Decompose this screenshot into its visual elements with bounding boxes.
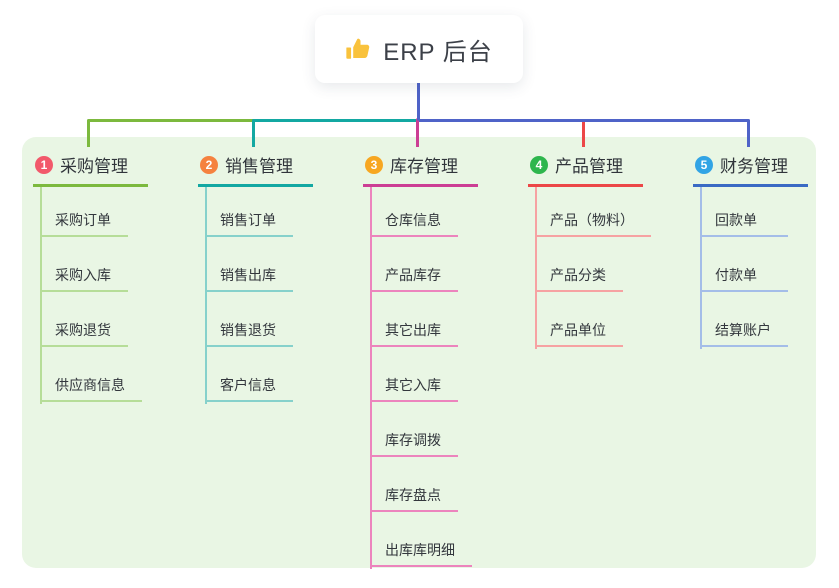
branch-index-badge: 4	[530, 155, 548, 174]
branch-header[interactable]: 2 销售管理	[198, 146, 313, 187]
child-item[interactable]: 库存调拨	[370, 402, 458, 457]
branch-child-connector	[700, 187, 702, 349]
branch-children: 采购订单 采购入库 采购退货 供应商信息	[40, 187, 193, 404]
child-item[interactable]: 产品库存	[370, 237, 458, 292]
branch-children: 销售订单 销售出库 销售退货 客户信息	[205, 187, 358, 404]
child-item[interactable]: 采购入库	[40, 237, 128, 292]
child-item-label: 库存调拨	[385, 432, 441, 448]
branch-children: 产品（物料） 产品分类 产品单位	[535, 187, 688, 349]
branch-4: 4 产品管理 产品（物料） 产品分类 产品单位	[528, 146, 688, 349]
child-item[interactable]: 供应商信息	[40, 347, 142, 402]
child-item-label: 客户信息	[220, 377, 276, 393]
child-item[interactable]: 库存盘点	[370, 457, 458, 512]
branch-index-badge: 2	[200, 155, 218, 174]
child-item-label: 产品库存	[385, 267, 441, 283]
root-node[interactable]: ERP 后台	[315, 15, 523, 83]
branch-label: 财务管理	[720, 157, 788, 176]
branch-label: 采购管理	[60, 157, 128, 176]
child-item-label: 销售订单	[220, 212, 276, 228]
branch-child-connector	[205, 187, 207, 404]
branch-children: 回款单 付款单 结算账户	[700, 187, 839, 349]
branch-label: 产品管理	[555, 157, 623, 176]
branch-header[interactable]: 5 财务管理	[693, 146, 808, 187]
child-item-label: 其它出库	[385, 322, 441, 338]
child-item-label: 产品分类	[550, 267, 606, 283]
branch-child-connector	[370, 187, 372, 569]
child-item-label: 产品单位	[550, 322, 606, 338]
branch-header[interactable]: 3 库存管理	[363, 146, 478, 187]
child-item[interactable]: 回款单	[700, 187, 788, 237]
child-item[interactable]: 结算账户	[700, 292, 788, 347]
child-item-label: 仓库信息	[385, 212, 441, 228]
child-item[interactable]: 采购订单	[40, 187, 128, 237]
root-label: ERP 后台	[383, 38, 493, 66]
child-item[interactable]: 出库库明细	[370, 512, 472, 567]
child-item[interactable]: 仓库信息	[370, 187, 458, 237]
branch-index-badge: 3	[365, 155, 383, 174]
child-item-label: 供应商信息	[55, 377, 125, 393]
child-item[interactable]: 客户信息	[205, 347, 293, 402]
child-item-label: 产品（物料）	[550, 212, 634, 228]
branch-child-connector	[535, 187, 537, 349]
child-item-label: 采购退货	[55, 322, 111, 338]
branch-2: 2 销售管理 销售订单 销售出库 销售退货 客户信息	[198, 146, 358, 404]
branch-label: 销售管理	[225, 157, 293, 176]
branches-panel	[22, 137, 816, 568]
branch-3: 3 库存管理 仓库信息 产品库存 其它出库 其它入库 库存调拨 库存盘点 出库库…	[363, 146, 523, 569]
child-item-label: 库存盘点	[385, 487, 441, 503]
child-item[interactable]: 产品（物料）	[535, 187, 651, 237]
child-item[interactable]: 销售退货	[205, 292, 293, 347]
branch-header[interactable]: 4 产品管理	[528, 146, 643, 187]
child-item[interactable]: 销售出库	[205, 237, 293, 292]
child-item-label: 出库库明细	[385, 542, 455, 558]
child-item-label: 销售退货	[220, 322, 276, 338]
child-item[interactable]: 采购退货	[40, 292, 128, 347]
child-item[interactable]: 其它入库	[370, 347, 458, 402]
branch-5: 5 财务管理 回款单 付款单 结算账户	[693, 146, 839, 349]
child-item-label: 付款单	[715, 267, 757, 283]
branch-1: 1 采购管理 采购订单 采购入库 采购退货 供应商信息	[33, 146, 193, 404]
child-item-label: 回款单	[715, 212, 757, 228]
child-item[interactable]: 销售订单	[205, 187, 293, 237]
child-item[interactable]: 产品分类	[535, 237, 623, 292]
child-item-label: 销售出库	[220, 267, 276, 283]
child-item-label: 采购订单	[55, 212, 111, 228]
branch-index-badge: 5	[695, 155, 713, 174]
branch-children: 仓库信息 产品库存 其它出库 其它入库 库存调拨 库存盘点 出库库明细	[370, 187, 523, 569]
child-item[interactable]: 付款单	[700, 237, 788, 292]
branch-index-badge: 1	[35, 155, 53, 174]
branch-child-connector	[40, 187, 42, 404]
child-item-label: 其它入库	[385, 377, 441, 393]
child-item[interactable]: 产品单位	[535, 292, 623, 347]
child-item-label: 结算账户	[715, 322, 771, 338]
branch-header[interactable]: 1 采购管理	[33, 146, 148, 187]
child-item[interactable]: 其它出库	[370, 292, 458, 347]
thumbs-up-icon	[345, 36, 372, 63]
child-item-label: 采购入库	[55, 267, 111, 283]
branch-label: 库存管理	[390, 157, 458, 176]
